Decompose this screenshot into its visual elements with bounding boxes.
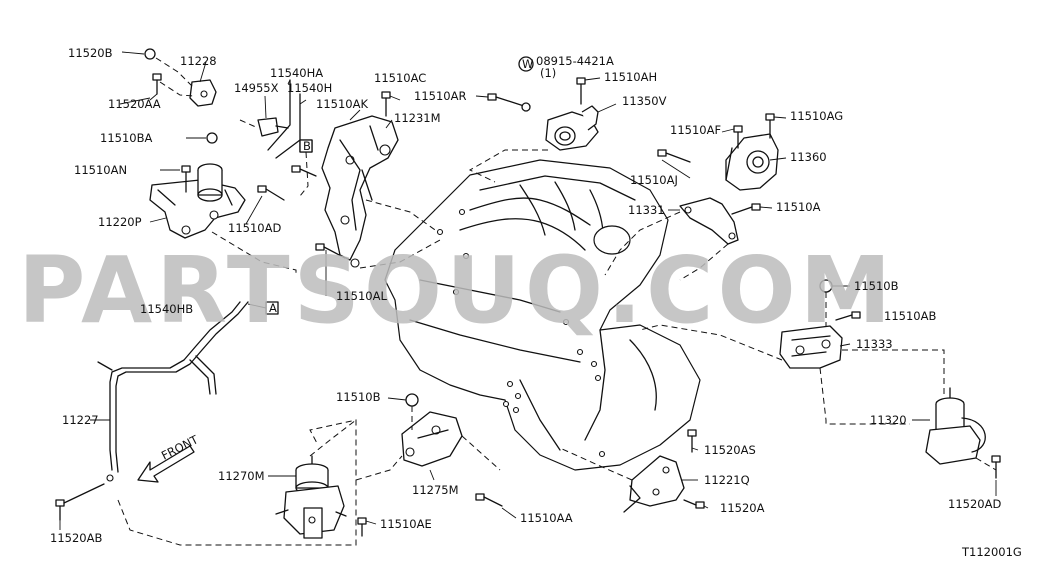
part-number-label-11520ad: 11520AD: [948, 497, 1001, 511]
part-number-label-11510ag: 11510AG: [790, 109, 843, 123]
part-number-label-11510ad: 11510AD: [228, 221, 281, 235]
part-number-label-11510ab: 11510AB: [884, 309, 936, 323]
bolt-11520aa: [149, 73, 162, 101]
box-a-marker: A: [247, 301, 279, 315]
bolt-11520a-b: [683, 499, 705, 509]
part-number-label-11220p: 11220P: [98, 215, 142, 229]
svg-text:W: W: [522, 57, 533, 71]
tube-11227: [97, 301, 249, 482]
part-number-label-11510ba: 11510BA: [100, 131, 152, 145]
part-number-label-11227: 11227: [62, 413, 99, 427]
bolt-11510ag: [765, 113, 775, 139]
bolt-11510aa: [475, 493, 503, 507]
diagram-code: T112001G: [961, 545, 1022, 559]
bolt-11520ab: [55, 483, 105, 521]
bolt-11510ak: [291, 165, 317, 177]
part-number-label-11510aa: 11510AA: [520, 511, 573, 525]
bushing-11350v: [545, 105, 599, 151]
bolt-11510ad: [257, 185, 285, 201]
part-number-label-11320: 11320: [870, 413, 907, 427]
bolt-11510a-r: [731, 203, 761, 215]
part-number-label-11520b: 11520B: [68, 46, 113, 60]
part-number-label-11510af: 11510AF: [670, 123, 721, 137]
sensor-14955x: [257, 95, 289, 137]
part-number-label-11510b-r: 11510B: [854, 279, 899, 293]
bolt-11510an: [160, 165, 191, 193]
mount-11360: [725, 133, 779, 191]
part-labels: 11520B1122811520AA14955X11540HA11540H115…: [50, 46, 1001, 545]
part-number-label-11540h: 11540H: [287, 81, 332, 95]
box-a-label: A: [269, 301, 277, 315]
part-number-label-11333: 11333: [856, 337, 893, 351]
bracket-11275m: [401, 411, 463, 467]
bracket-11333: [779, 325, 843, 369]
bracket-11221q: [623, 455, 685, 513]
watermark: PARTSOUQ.COM: [18, 237, 895, 344]
part-number-label-14955x: 14955X: [234, 81, 279, 95]
part-number-label-11510b-c: 11510B: [336, 390, 381, 404]
part-number-label-11510aj: 11510AJ: [630, 173, 678, 187]
part-number-label-11520as: 11520AS: [704, 443, 756, 457]
part-number-label-11510ac: 11510AC: [374, 71, 426, 85]
part-number-label-08915: 08915-4421A: [536, 54, 614, 68]
bolt-11510ar: [487, 93, 525, 107]
bracket-11231m: [321, 115, 399, 268]
nut-11520b: [121, 48, 156, 60]
box-b-marker: B: [299, 139, 313, 153]
part-number-label-11350v: 11350V: [622, 94, 667, 108]
part-number-label-11275m: 11275M: [412, 483, 459, 497]
part-number-label-11510a: 11510A: [776, 200, 821, 214]
part-number-label-11540hb: 11540HB: [140, 302, 193, 316]
bolt-11510aj: [657, 149, 691, 163]
part-number-label-11331: 11331: [628, 203, 665, 217]
part-number-label-11510al: 11510AL: [336, 289, 387, 303]
part-number-label-11221q: 11221Q: [704, 473, 750, 487]
nut-11510b-c: [387, 393, 419, 407]
part-number-label-11510ah: 11510AH: [604, 70, 657, 84]
part-number-label-11270m: 11270M: [218, 469, 265, 483]
box-b-label: B: [303, 139, 311, 153]
bolt-11510ba: [186, 132, 218, 144]
bolt-11520ad: [991, 455, 1001, 479]
engine-block: [384, 159, 701, 471]
insulator-11320: [925, 387, 986, 465]
part-number-label-11540ha: 11540HA: [270, 66, 323, 80]
engine-mount-bracket-11220p: [149, 163, 246, 239]
bolt-11510ac: [381, 91, 391, 117]
mount-11270m: [275, 455, 347, 539]
nut-11510b-r: [819, 279, 850, 293]
bolt-11510ah: [576, 77, 586, 105]
part-number-label-11231m: 11231M: [394, 111, 441, 125]
bolt-11510ae: [357, 517, 367, 537]
bracket-11331: [679, 197, 739, 245]
bracket-11228: [189, 61, 217, 107]
leader-lines: [59, 77, 997, 530]
front-arrow-icon: FRONT: [137, 432, 201, 483]
washer-08915: W: [518, 56, 534, 112]
part-number-label-11510ak: 11510AK: [316, 97, 368, 111]
bolt-11510al: [315, 243, 346, 259]
part-number-label-11520a: 11520A: [720, 501, 765, 515]
part-number-label-11510ar: 11510AR: [414, 89, 466, 103]
washer-quantity-note: (1): [540, 66, 556, 80]
part-number-label-11510an: 11510AN: [74, 163, 127, 177]
part-number-label-11360: 11360: [790, 150, 827, 164]
bolt-11520as: [687, 429, 697, 453]
bolt-11510ab: [835, 311, 861, 321]
bolt-11510af: [733, 125, 743, 149]
part-number-label-11510ae: 11510AE: [380, 517, 432, 531]
part-number-label-11228: 11228: [180, 54, 217, 68]
part-number-label-11520aa: 11520AA: [108, 97, 161, 111]
part-number-label-11520ab: 11520AB: [50, 531, 102, 545]
